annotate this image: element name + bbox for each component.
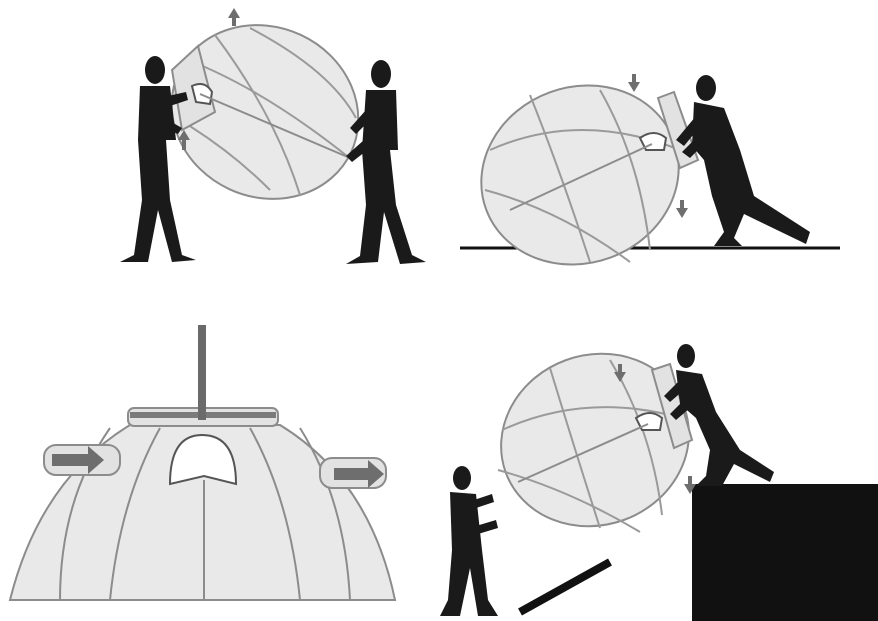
platform-block	[692, 484, 878, 621]
panel-one-person-roll	[440, 0, 878, 300]
ramp-plank	[520, 562, 610, 612]
one-person-roll-illustration	[440, 0, 878, 300]
inlet-detail-illustration	[0, 300, 440, 621]
sphere-lifted	[477, 328, 714, 553]
panel-inlet-detail	[0, 300, 440, 621]
panel-two-person-carry	[0, 0, 440, 300]
sphere-rolled	[456, 58, 704, 292]
person-right-silhouette	[346, 60, 426, 264]
lift-onto-platform-illustration	[440, 300, 878, 621]
panel-lift-onto-platform	[440, 300, 878, 621]
sphere-carried	[143, 0, 387, 229]
two-person-carry-illustration	[0, 0, 440, 300]
person-bottom-lifting-silhouette	[440, 466, 498, 616]
